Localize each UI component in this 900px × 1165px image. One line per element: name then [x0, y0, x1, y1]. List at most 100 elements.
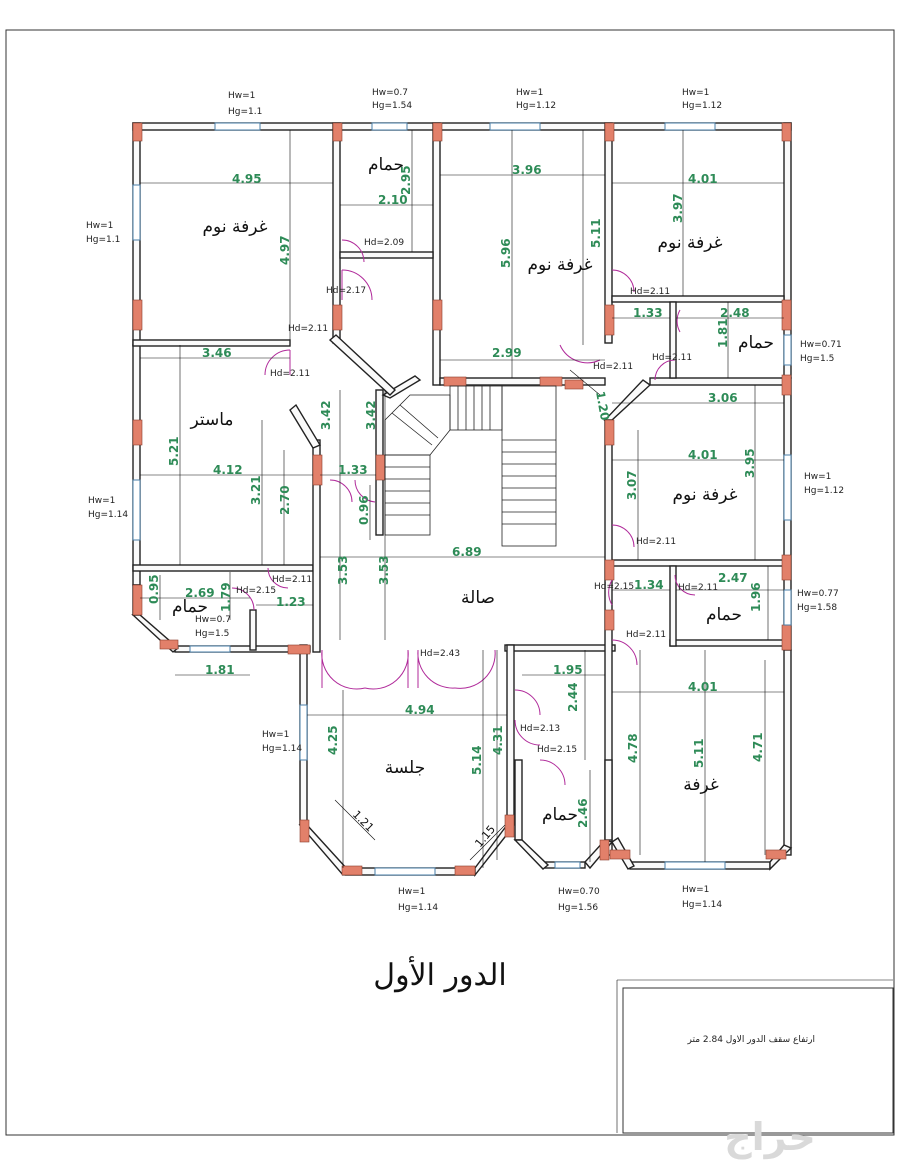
door-note: Hd=2.11	[630, 287, 670, 297]
room-label-bedroom-ne: غرفة نوم	[658, 233, 723, 253]
door-note: Hd=2.09	[364, 238, 404, 248]
dim-label: 1.79	[219, 582, 233, 612]
window-note: Hg=1.14	[682, 900, 722, 910]
window-note: Hw=1	[88, 496, 115, 506]
room-label-bath-ne: حمام	[738, 333, 774, 353]
window-note: Hg=1.56	[558, 903, 598, 913]
dim-label: 2.48	[720, 306, 750, 320]
door-note: Hd=2.11	[593, 362, 633, 372]
dim-label: 1.95	[553, 663, 583, 677]
room-label-room-se: غرفة	[683, 775, 719, 795]
room-label-bath-s: حمام	[542, 805, 578, 825]
dim-label: 2.70	[278, 485, 292, 515]
dim-label: 3.42	[319, 400, 333, 430]
columns	[132, 122, 792, 876]
room-label-bath-n: حمام	[368, 155, 404, 175]
dim-label: 3.07	[625, 470, 639, 500]
dim-label: 6.89	[452, 545, 482, 559]
dim-label: 2.69	[185, 586, 215, 600]
window-note: Hw=1	[516, 88, 543, 98]
dim-label: 1.81	[716, 318, 730, 348]
dim-label: 1.33	[338, 463, 368, 477]
door-notes: Hd=2.09 Hd=2.17 Hd=2.11 Hd=2.11 Hd=2.11 …	[236, 238, 718, 755]
window-note: Hw=1	[262, 730, 289, 740]
room-label-bath-e: حمام	[706, 605, 742, 625]
window-note: Hg=1.14	[398, 903, 438, 913]
window-note: Hg=1.12	[682, 101, 722, 111]
door-note: Hd=2.13	[520, 724, 560, 734]
room-label-sitting: جلسة	[385, 758, 425, 778]
window-note: Hg=1.5	[800, 354, 834, 364]
room-label-bedroom-n: غرفة نوم	[528, 255, 593, 275]
staircase	[384, 385, 557, 547]
dim-label: 4.71	[751, 732, 765, 762]
dim-label: 4.01	[688, 448, 718, 462]
windows	[132, 122, 792, 876]
dim-label: 1.34	[634, 578, 664, 592]
window-note: Hw=0.71	[800, 340, 842, 350]
dim-label: 1.96	[749, 582, 763, 612]
title-block	[616, 979, 894, 1134]
window-note: Hw=1	[86, 221, 113, 231]
dim-label: 4.25	[326, 725, 340, 755]
dim-label: 2.95	[399, 165, 413, 195]
window-note: Hg=1.5	[195, 629, 229, 639]
floor-title: الدور الأول	[373, 957, 506, 993]
dim-label: 5.11	[589, 218, 603, 248]
room-label-bedroom-e: غرفة نوم	[673, 485, 738, 505]
window-note: Hw=1	[682, 885, 709, 895]
window-notes: Hw=1 Hg=1.1 Hw=0.7 Hg=1.54 Hw=1 Hg=1.12 …	[86, 88, 844, 913]
dim-label: 3.21	[249, 475, 263, 505]
room-label-master: ماستر	[189, 410, 233, 430]
dim-label: 3.46	[202, 346, 232, 360]
room-label-bath-w: حمام	[172, 597, 208, 617]
dimension-labels: 4.95 4.97 2.10 2.95 3.96 5.96 5.11 4.01 …	[147, 163, 765, 850]
dim-label: 1.20	[593, 390, 612, 422]
dim-label: 3.06	[708, 391, 738, 405]
door-note: Hd=2.15	[537, 745, 577, 755]
dim-label: 5.96	[499, 238, 513, 268]
dim-label: 3.42	[364, 400, 378, 430]
window-note: Hg=1.12	[804, 486, 844, 496]
dim-label: 5.14	[470, 745, 484, 775]
window-note: Hg=1.12	[516, 101, 556, 111]
dim-label: 2.44	[566, 682, 580, 712]
window-note: Hw=1	[228, 91, 255, 101]
dim-label: 2.47	[718, 571, 748, 585]
watermark-logo: حراج	[724, 1115, 815, 1159]
window-note: Hw=0.7	[195, 615, 231, 625]
window-note: Hg=1.54	[372, 101, 412, 111]
window-note: Hw=0.7	[372, 88, 408, 98]
dim-label: 3.95	[743, 448, 757, 478]
doors	[231, 239, 696, 786]
room-label-bedroom-nw: غرفة نوم	[203, 217, 268, 237]
dimension-lines	[140, 130, 784, 868]
door-note: Hd=2.43	[420, 649, 460, 659]
dim-label: 4.94	[405, 703, 435, 717]
door-note: Hd=2.11	[288, 324, 328, 334]
dim-label: 4.97	[278, 235, 292, 265]
dim-label: 0.96	[357, 495, 371, 525]
dim-label: 4.01	[688, 172, 718, 186]
dim-label: 1.23	[276, 595, 306, 609]
door-note: Hd=2.11	[270, 369, 310, 379]
dim-label: 2.46	[576, 798, 590, 828]
door-note: Hd=2.15	[236, 586, 276, 596]
dim-label: 4.78	[626, 733, 640, 763]
window-note: Hg=1.58	[797, 603, 837, 613]
dim-label: 0.95	[147, 574, 161, 604]
dim-label: 5.21	[167, 436, 181, 466]
window-note: Hw=1	[682, 88, 709, 98]
door-note: Hd=2.11	[636, 537, 676, 547]
dim-label: 2.99	[492, 346, 522, 360]
window-note: Hg=1.14	[88, 510, 128, 520]
door-note: Hd=2.11	[678, 583, 718, 593]
dim-label: 2.10	[378, 193, 408, 207]
door-note: Hd=2.11	[626, 630, 666, 640]
dim-label: 4.01	[688, 680, 718, 694]
dim-label: 3.53	[336, 555, 350, 585]
window-note: Hw=0.77	[797, 589, 839, 599]
sheet-frame	[5, 29, 895, 1136]
dim-label: 5.11	[692, 738, 706, 768]
